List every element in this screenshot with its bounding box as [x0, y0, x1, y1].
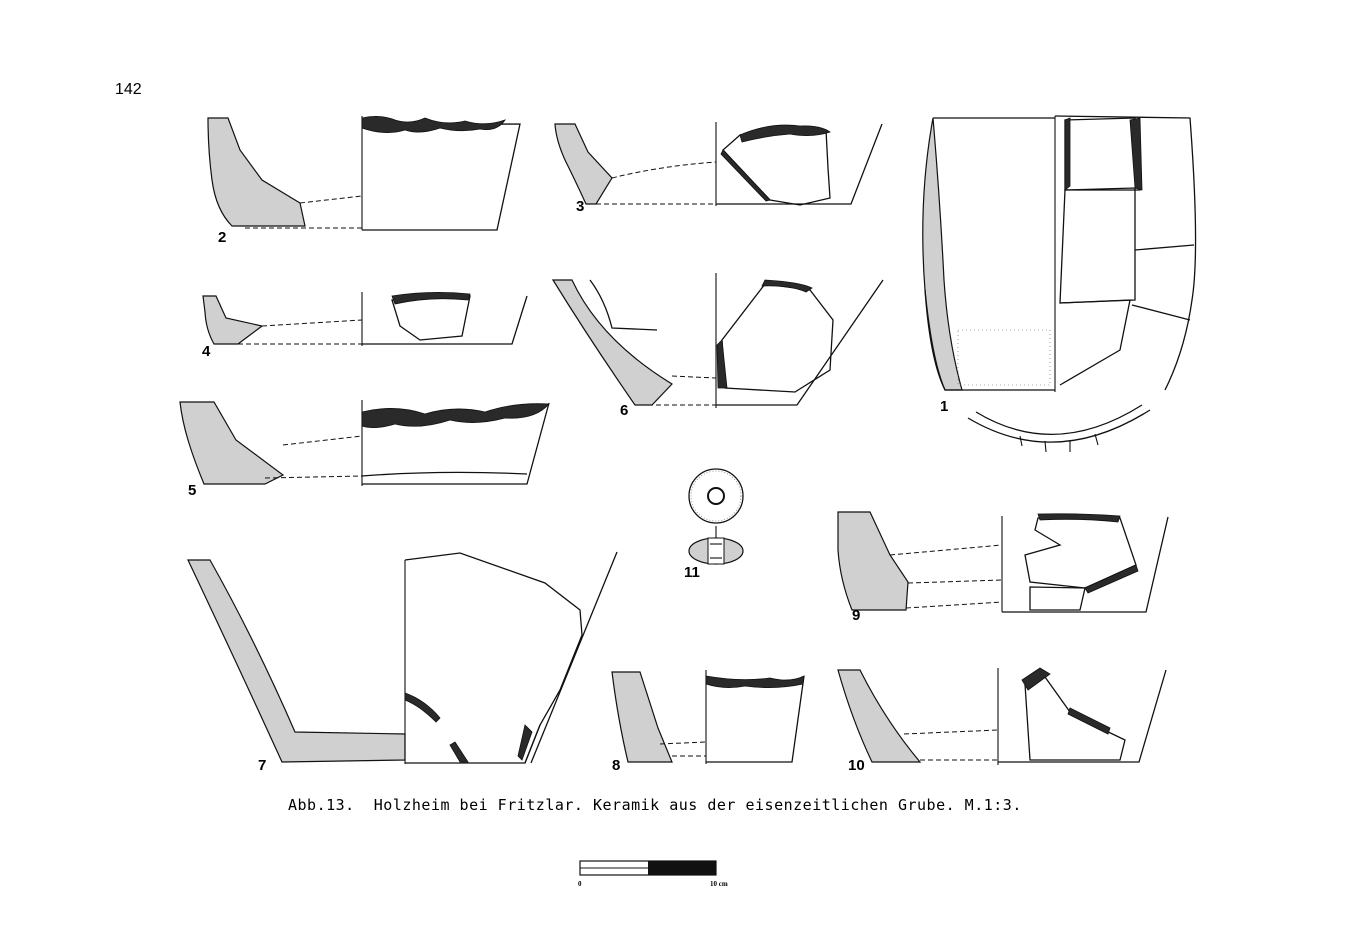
figure-number-3: 3 [576, 198, 584, 215]
figure-caption: Abb.13. Holzheim bei Fritzlar. Keramik a… [288, 796, 1022, 814]
figure-number-2: 2 [218, 229, 226, 246]
figure-number-10: 10 [848, 757, 865, 774]
vessel-8-drawing [611, 670, 805, 764]
vessel-2-drawing [207, 116, 521, 231]
figure-number-5: 5 [188, 482, 196, 499]
scale-end-label: 10 cm [710, 880, 728, 888]
scale-start-label: 0 [578, 880, 582, 888]
figure-number-9: 9 [852, 607, 860, 624]
vessel-4-drawing [202, 292, 528, 346]
figure-number-11: 11 [684, 564, 700, 581]
scale-bar [579, 860, 717, 876]
figure-number-8: 8 [612, 757, 620, 774]
figure-number-1: 1 [940, 398, 948, 415]
vessel-9-drawing [837, 511, 1169, 613]
figure-number-4: 4 [202, 343, 211, 360]
vessel-1-drawing [922, 115, 1197, 453]
vessel-7-drawing [187, 551, 618, 764]
vessel-3-drawing [554, 122, 883, 206]
vessel-10-drawing [837, 667, 1167, 765]
vessel-5-drawing [179, 400, 550, 486]
spindle-whorl-11-drawing [688, 468, 744, 565]
vessel-6-drawing [551, 273, 884, 408]
figure-number-7: 7 [258, 757, 266, 774]
figure-number-6: 6 [620, 402, 628, 419]
page-number: 142 [115, 81, 142, 98]
